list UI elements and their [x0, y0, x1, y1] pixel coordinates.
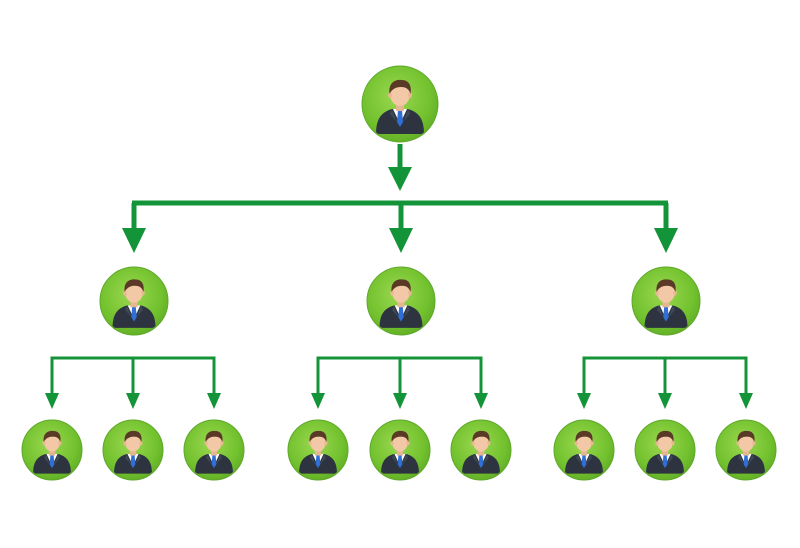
businessman-avatar-icon [114, 430, 152, 474]
businessman-avatar-icon [299, 430, 337, 474]
arrow-head-m3 [654, 228, 678, 253]
node-m3 [631, 266, 701, 336]
businessman-avatar-icon [112, 279, 156, 328]
arrow-head-root-stem [388, 167, 412, 191]
node-e3 [183, 419, 245, 481]
businessman-avatar-icon [644, 279, 688, 328]
arrow-head-e4 [311, 393, 325, 409]
nodes-layer [21, 65, 777, 481]
node-e9 [715, 419, 777, 481]
node-m2 [366, 266, 436, 336]
businessman-avatar-icon [195, 430, 233, 474]
node-e8 [634, 419, 696, 481]
arrow-head-e2 [126, 393, 140, 409]
arrow-head-e9 [739, 393, 753, 409]
arrow-head-m2 [389, 228, 413, 253]
node-e7 [553, 419, 615, 481]
arrow-head-e8 [658, 393, 672, 409]
arrow-head-e5 [393, 393, 407, 409]
businessman-avatar-icon [462, 430, 500, 474]
node-e5 [369, 419, 431, 481]
businessman-avatar-icon [33, 430, 71, 474]
arrow-head-e3 [207, 393, 221, 409]
businessman-avatar-icon [727, 430, 765, 474]
businessman-avatar-icon [565, 430, 603, 474]
arrow-head-e7 [577, 393, 591, 409]
connector-lines [45, 144, 753, 409]
node-e6 [450, 419, 512, 481]
arrow-head-e6 [474, 393, 488, 409]
arrow-head-m1 [122, 228, 146, 253]
arrow-head-e1 [45, 393, 59, 409]
node-root [361, 65, 439, 143]
businessman-avatar-icon [379, 279, 423, 328]
node-e1 [21, 419, 83, 481]
businessman-avatar-icon [376, 79, 424, 134]
businessman-avatar-icon [646, 430, 684, 474]
node-m1 [99, 266, 169, 336]
node-e2 [102, 419, 164, 481]
node-e4 [287, 419, 349, 481]
businessman-avatar-icon [381, 430, 419, 474]
